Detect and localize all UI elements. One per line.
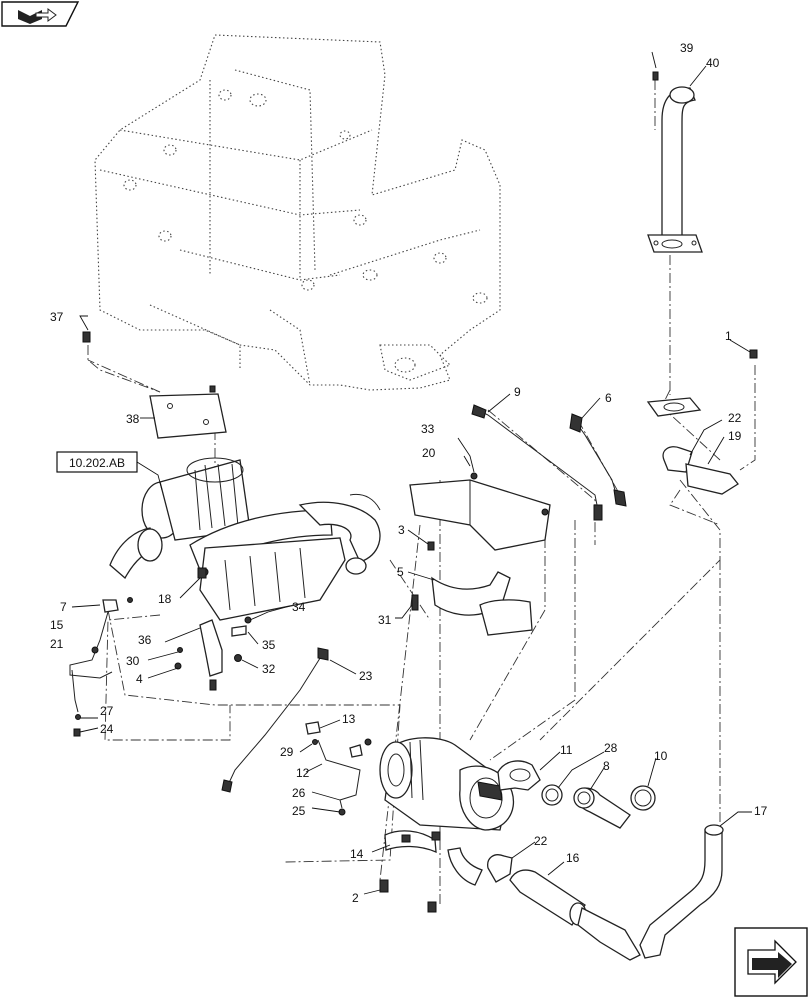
part-14-strap xyxy=(384,830,441,854)
part-11-elbow-pipe xyxy=(497,760,541,791)
callout-19: 19 xyxy=(728,429,742,443)
callout-10: 10 xyxy=(654,749,668,763)
part-17-tail-pipe xyxy=(639,824,724,959)
callout-36: 36 xyxy=(138,633,152,647)
engine-assembly xyxy=(109,457,381,621)
part-10-clamp xyxy=(630,785,656,811)
callout-26: 26 xyxy=(292,786,306,800)
reference-label: 10.202.AB xyxy=(69,456,125,470)
callout-39: 39 xyxy=(680,41,694,55)
callout-20: 20 xyxy=(422,446,436,460)
part-34-35-32-30-4-hardware xyxy=(174,616,252,670)
callout-29: 29 xyxy=(280,745,294,759)
callout-18: 18 xyxy=(158,592,172,606)
callout-23: 23 xyxy=(359,669,373,683)
book-arrow-icon[interactable] xyxy=(1,1,80,27)
part-22-clamp-lower xyxy=(487,854,513,883)
callout-16: 16 xyxy=(566,851,580,865)
part-27-24-fasteners xyxy=(73,714,81,737)
dpf-muffler-assembly xyxy=(379,737,515,831)
callout-13: 13 xyxy=(342,712,356,726)
callout-21: 21 xyxy=(50,637,64,651)
callout-12: 12 xyxy=(296,766,310,780)
part-8-adapter xyxy=(573,787,631,829)
callout-labels: 1 2 3 4 5 6 7 8 9 10 11 12 13 14 15 16 1… xyxy=(50,41,768,905)
part-1-bolt xyxy=(749,349,758,359)
callout-9: 9 xyxy=(514,385,521,399)
part-15-21-sensor-line xyxy=(69,611,113,713)
callout-leaders xyxy=(71,51,752,895)
part-2-bolt xyxy=(379,879,437,913)
callout-11: 11 xyxy=(560,743,573,757)
part-gasket-flange xyxy=(646,397,702,417)
part-lower-clamp-band xyxy=(447,847,483,886)
part-37-bolt xyxy=(82,331,91,343)
callout-35: 35 xyxy=(262,638,276,652)
callout-4: 4 xyxy=(136,672,143,686)
callout-37: 37 xyxy=(50,310,64,324)
part-36-bracket xyxy=(199,619,223,691)
callout-8: 8 xyxy=(603,759,610,773)
callout-40: 40 xyxy=(706,56,720,70)
next-page-arrow-icon[interactable] xyxy=(734,927,808,997)
callout-30: 30 xyxy=(126,654,140,668)
callout-28: 28 xyxy=(604,741,618,755)
callout-27: 27 xyxy=(100,704,114,718)
callout-31: 31 xyxy=(378,613,392,627)
part-38-mount-plate xyxy=(149,385,227,439)
part-7-sensor-bracket xyxy=(102,597,133,613)
callout-22-lower: 22 xyxy=(534,834,548,848)
callout-34: 34 xyxy=(292,600,306,614)
part-23-sensor-line xyxy=(221,647,329,793)
part-20-heat-shield xyxy=(409,472,551,551)
part-6-temperature-sensor xyxy=(569,413,627,507)
part-19-bracket xyxy=(685,463,739,495)
part-13-29-12-sensor-pipe xyxy=(305,721,372,816)
callout-3: 3 xyxy=(398,523,405,537)
part-5-mount-bracket xyxy=(411,571,533,636)
part-39-bolt xyxy=(652,71,659,81)
callout-6: 6 xyxy=(605,391,612,405)
callout-25: 25 xyxy=(292,804,306,818)
callout-24: 24 xyxy=(100,722,114,736)
callout-38: 38 xyxy=(126,412,140,426)
part-40-exhaust-stack xyxy=(647,86,703,253)
part-3-bolt xyxy=(427,541,435,551)
callout-5: 5 xyxy=(397,565,404,579)
callout-32: 32 xyxy=(262,662,276,676)
part-18-bolt xyxy=(197,567,207,579)
part-16-pipe xyxy=(509,869,641,961)
callout-15: 15 xyxy=(50,618,64,632)
part-9-sensor-harness xyxy=(471,404,603,521)
callout-17: 17 xyxy=(754,804,768,818)
machine-frame xyxy=(94,34,501,391)
callout-33: 33 xyxy=(421,422,435,436)
reference-link-10-202-ab[interactable]: 10.202.AB xyxy=(56,451,163,491)
callout-14: 14 xyxy=(350,847,364,861)
callout-22-upper: 22 xyxy=(728,411,742,425)
callout-2: 2 xyxy=(352,891,359,905)
callout-7: 7 xyxy=(60,600,67,614)
part-28-clamp xyxy=(541,784,563,806)
callout-1: 1 xyxy=(725,329,732,343)
